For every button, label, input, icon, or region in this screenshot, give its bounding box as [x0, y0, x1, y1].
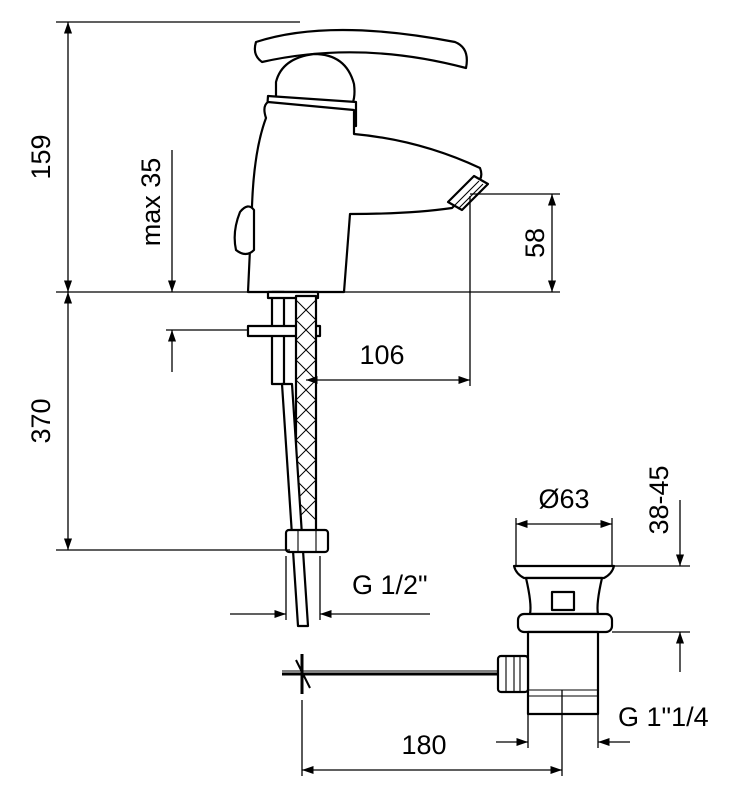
braided-hose-hot — [294, 294, 318, 548]
mounting-assembly — [246, 290, 322, 386]
dim-hose-thread: G 1/2" — [352, 570, 428, 600]
waste-ring — [516, 612, 614, 634]
dim-spout-height: 159 — [26, 134, 56, 179]
popup-knob — [233, 205, 256, 256]
mixer-body — [246, 100, 483, 294]
plug-window — [550, 590, 576, 612]
dim-rod-length: 180 — [401, 730, 446, 760]
waste-body — [526, 630, 600, 716]
dim-hose-length: 370 — [26, 398, 56, 443]
faucet-body — [233, 28, 490, 294]
dim-spout-reach: 106 — [359, 340, 404, 370]
popup-waste — [282, 564, 616, 716]
dim-waste-range: 38-45 — [644, 465, 674, 534]
fixing-plate — [246, 324, 322, 338]
dimension-lines — [56, 21, 690, 776]
dim-waste-diameter: Ø63 — [538, 484, 589, 514]
mounting-stud — [270, 290, 286, 386]
rod-connector — [496, 654, 530, 694]
lever-handle — [253, 28, 468, 70]
dim-aerator-height: 58 — [520, 228, 550, 258]
dim-max-deck: max 35 — [136, 158, 166, 247]
waste-flange — [512, 564, 616, 580]
dim-waste-thread: G 1"1/4 — [618, 702, 709, 732]
hose-nut — [284, 528, 330, 554]
